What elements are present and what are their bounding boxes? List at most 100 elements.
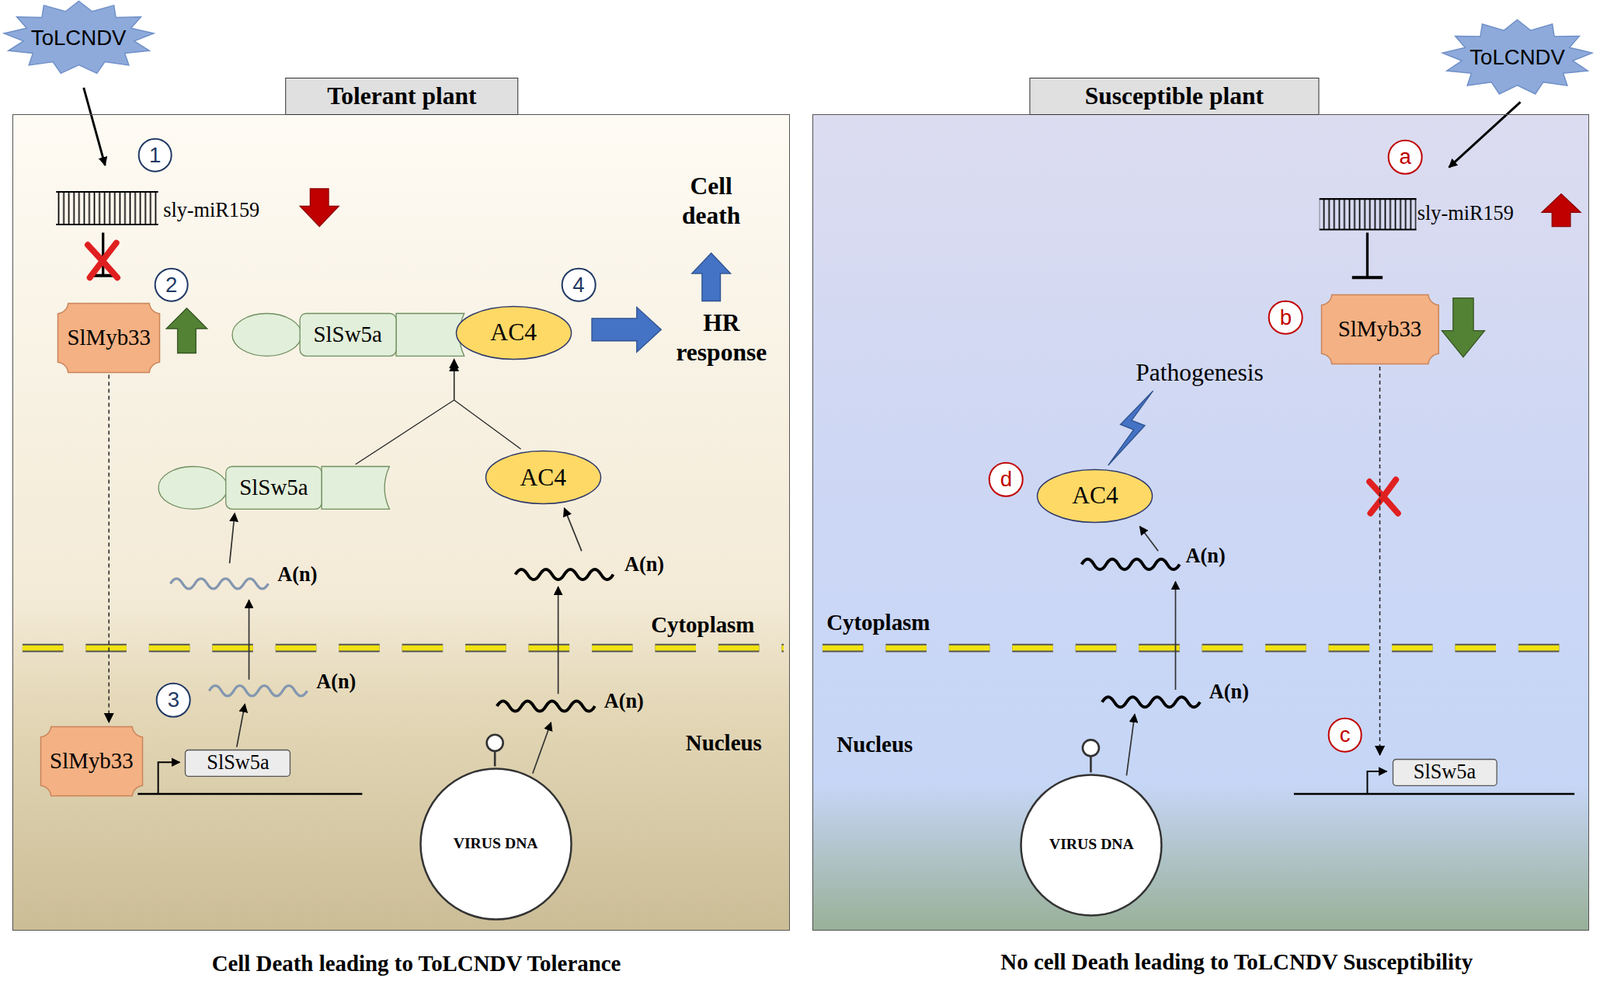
membrane-line — [22, 643, 784, 653]
ellipse-shape — [455, 306, 571, 359]
stem-loop — [493, 751, 497, 767]
mrna — [208, 685, 307, 696]
protein-domain — [396, 313, 465, 356]
node-label: SlSw5a — [206, 751, 269, 775]
callout-number: c — [1327, 717, 1363, 753]
polya-label: A(n) — [1186, 543, 1226, 569]
outcome-label: HR response — [665, 308, 779, 368]
stem-loop — [1082, 739, 1100, 756]
octagon-shape — [40, 726, 143, 796]
promoter-arrow — [158, 761, 181, 794]
mirna-duplex — [55, 191, 158, 225]
node-label: SlSw5a — [313, 322, 383, 348]
up-arrow — [1541, 194, 1581, 227]
polya-label: A(n) — [604, 688, 644, 714]
polya-label: A(n) — [316, 669, 356, 695]
membrane-line — [22, 645, 784, 651]
circle-shape — [1021, 774, 1162, 915]
node-label: ToLCNDV — [31, 25, 127, 49]
block-cross — [1369, 479, 1399, 513]
panel-ground — [812, 114, 1590, 931]
callout-number: a — [1387, 139, 1423, 175]
node-label: AC4 — [519, 463, 567, 491]
panel-title: Susceptible plant — [1029, 77, 1319, 116]
mirna-label: sly-miR159 — [163, 198, 260, 223]
dashed-arrow — [107, 375, 110, 723]
entry-arrow — [1449, 101, 1521, 167]
burst-shape — [1442, 19, 1593, 94]
protein-domain — [226, 466, 322, 509]
node-label: SlSw5a — [1413, 761, 1476, 784]
dna-line — [137, 793, 362, 796]
callout-number: b — [1268, 299, 1304, 335]
viral-protein: AC4 — [455, 305, 573, 361]
protein-domain — [232, 313, 302, 356]
plant-panel: SlMyb33AC4SlSw5aVIRUS DNASusceptible pla… — [812, 114, 1590, 931]
membrane-line — [822, 643, 1577, 653]
resistance-protein: SlSw5a — [230, 312, 466, 358]
mrna — [1102, 696, 1200, 707]
flow-arrow — [248, 599, 251, 679]
callout-number: 3 — [156, 682, 192, 718]
membrane-line — [822, 645, 1577, 651]
node-label: SlMyb33 — [66, 325, 151, 351]
panel-title: Tolerant plant — [285, 77, 519, 116]
gene-box: SlSw5a — [1391, 758, 1499, 787]
gene-rect — [1392, 758, 1497, 786]
burst-shape — [3, 1, 154, 74]
inhibition-line — [1366, 232, 1369, 278]
process-label: Pathogenesis — [1135, 358, 1264, 388]
mirna-strand — [55, 223, 158, 226]
dna-line — [1293, 793, 1575, 796]
callout-number: 1 — [137, 137, 173, 173]
protein-domain — [158, 466, 228, 509]
compartment-label: Nucleus — [685, 729, 762, 757]
flow-arrow — [557, 586, 560, 694]
gene-box: SlSw5a — [184, 748, 292, 778]
flow-arrow — [564, 507, 582, 551]
callout-number: d — [988, 462, 1024, 498]
ellipse-shape — [485, 451, 601, 505]
up-arrow — [166, 308, 208, 354]
flow-arrow — [1175, 581, 1177, 690]
viral-protein: AC4 — [1036, 468, 1154, 524]
viral-protein: AC4 — [484, 449, 602, 505]
response-arrow — [591, 306, 661, 352]
mirna-strand — [1319, 198, 1417, 200]
stem-loop — [486, 734, 504, 752]
transcription-factor: SlMyb33 — [56, 302, 161, 374]
octagon-shape — [58, 302, 160, 373]
block-cross — [87, 243, 118, 279]
outcome-label: Cell death — [667, 171, 755, 231]
flow-arrow — [532, 722, 552, 774]
entry-arrow — [83, 87, 106, 166]
mirna-strand — [1319, 229, 1417, 231]
node-label: AC4 — [490, 319, 537, 347]
mrna — [514, 569, 613, 580]
polya-label: A(n) — [277, 562, 317, 588]
merge-arrow — [355, 358, 455, 464]
down-arrow — [299, 188, 339, 227]
node-label: VIRUS DNA — [1049, 836, 1134, 854]
polya-label: A(n) — [1209, 679, 1249, 705]
merge-arrow — [454, 361, 522, 449]
compartment-label: Cytoplasm — [650, 611, 755, 639]
up-arrow — [692, 253, 731, 302]
panel-ground — [12, 114, 790, 931]
flow-arrow — [1126, 714, 1135, 776]
stem-loop — [1089, 755, 1093, 773]
virus-burst: ToLCNDV — [1440, 18, 1594, 97]
callout-number: 2 — [153, 267, 189, 303]
virus-burst: ToLCNDV — [2, 0, 156, 76]
mirna-strand — [55, 191, 158, 193]
node-label: AC4 — [1071, 482, 1119, 510]
flow-arrow — [229, 513, 236, 564]
mrna — [170, 578, 268, 589]
virus-genome: VIRUS DNA — [1019, 773, 1163, 917]
node-label: SlMyb33 — [1338, 316, 1423, 342]
lightning-bolt — [1108, 390, 1154, 466]
resistance-protein: SlSw5a — [156, 465, 391, 511]
transcription-factor: SlMyb33 — [1320, 293, 1440, 366]
down-arrow — [1441, 298, 1485, 358]
mrna — [1081, 559, 1180, 570]
